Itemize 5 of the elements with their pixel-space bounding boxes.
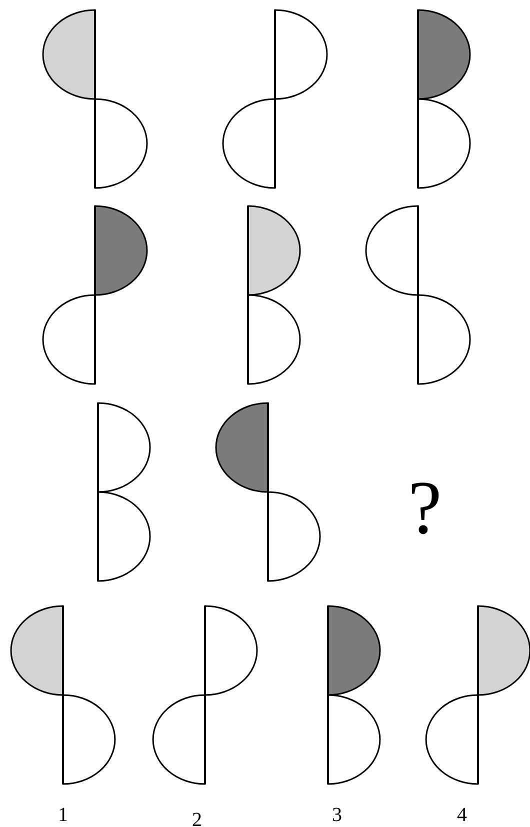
- option-number: 3: [332, 805, 342, 825]
- option-number: 4: [457, 805, 467, 825]
- option-number: 2: [192, 810, 202, 827]
- question-mark: ?: [408, 470, 442, 546]
- option-number: 1: [58, 805, 68, 825]
